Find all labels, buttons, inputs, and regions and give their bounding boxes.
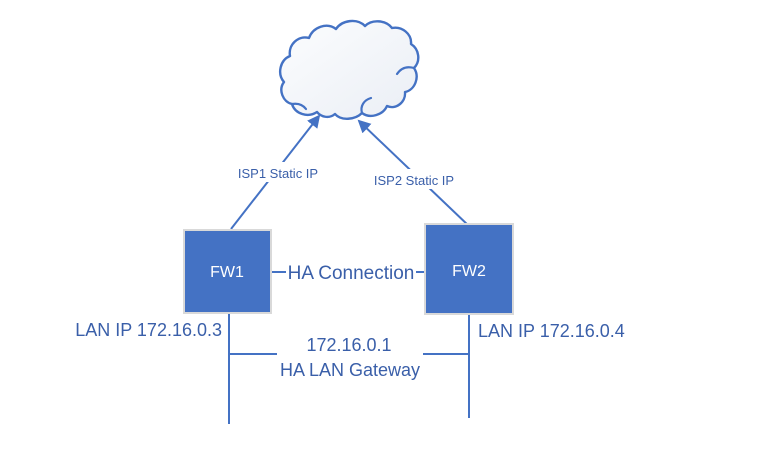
cloud-icon — [278, 19, 420, 120]
cloud-curl-left — [290, 102, 308, 111]
fw2-node — [424, 223, 514, 315]
isp1-uplink-label: ISP1 Static IP — [238, 166, 318, 181]
fw1-lan-ip-label: LAN IP 172.16.0.3 — [75, 320, 222, 340]
cloud-body — [278, 19, 420, 120]
fw2-node-label: FW2 — [452, 263, 486, 280]
gateway-name-label: HA LAN Gateway — [280, 360, 420, 380]
cloud-curl-right — [395, 66, 416, 76]
isp2-label-mask — [370, 169, 460, 189]
cloud-curl-bottom — [360, 96, 373, 115]
fw1-node — [183, 229, 272, 314]
fw1-node-label: FW1 — [210, 264, 244, 281]
ha-connection-label: HA Connection — [288, 263, 415, 284]
isp2-uplink-label: ISP2 Static IP — [374, 173, 454, 188]
isp1-label-mask — [233, 162, 323, 182]
fw2-lan-ip-label: LAN IP 172.16.0.4 — [478, 321, 625, 341]
gateway-ip-label: 172.16.0.1 — [306, 335, 391, 355]
